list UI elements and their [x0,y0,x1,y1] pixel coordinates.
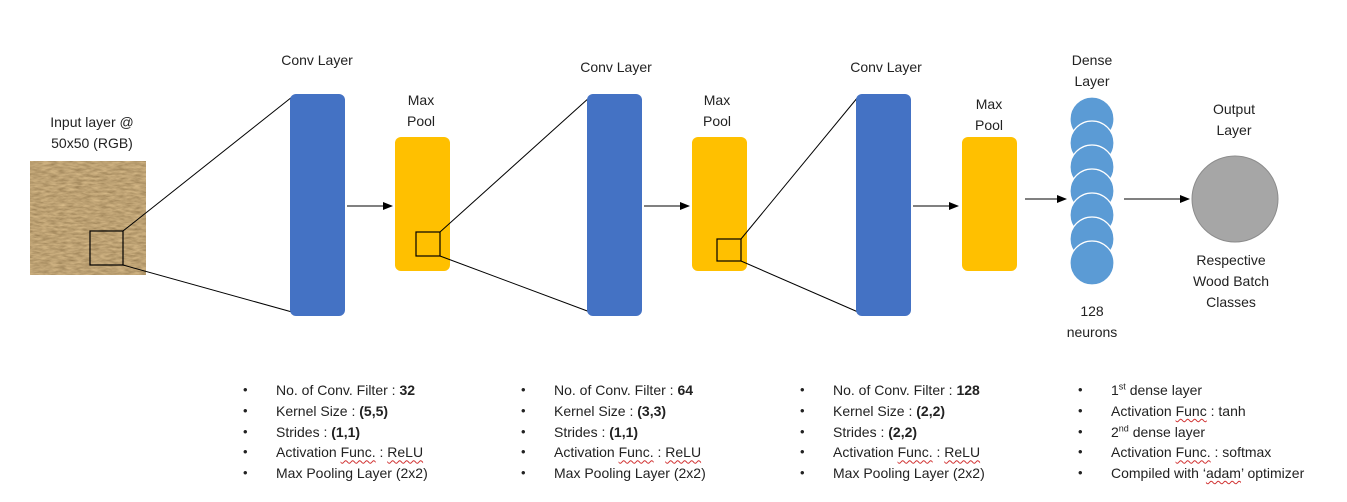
conv-layer-3-label: Conv Layer [850,59,922,75]
max-pool-3-block [962,137,1017,271]
output-layer-label: Output Layer [1212,101,1256,138]
pool2-window-box [716,238,742,262]
output-classes-label: Respective Wood Batch Classes [1192,252,1270,310]
conv-block-3-details: No. of Conv. Filter : 128 Kernel Size : … [797,380,985,484]
list-item: Activation Func. : ReLU [797,442,985,463]
dense-neurons [1069,96,1115,286]
list-item: Activation Func. : ReLU [518,442,706,463]
list-item: Strides : (2,2) [797,422,985,443]
list-item: Compiled with ‘adam’ optimizer [1075,463,1304,484]
input-image [30,161,146,275]
list-item: Activation Func : tanh [1075,401,1304,422]
list-item: Kernel Size : (3,3) [518,401,706,422]
conv-layer-1-label: Conv Layer [281,52,353,68]
max-pool-1-label: Max Pool [406,92,436,129]
max-pool-2-label: Max Pool [702,92,732,129]
projection-line [740,260,859,313]
input-kernel-box [89,230,124,266]
list-item: 1st dense layer [1075,380,1304,401]
neuron [1069,240,1115,286]
list-item: 2nd dense layer [1075,422,1304,443]
list-item: No. of Conv. Filter : 64 [518,380,706,401]
conv-layer-2-block [587,94,642,316]
dense-neuron-count: 128 neurons [1066,303,1118,340]
list-item: Strides : (1,1) [518,422,706,443]
projection-line [122,264,293,313]
projection-line [122,96,293,232]
list-item: Max Pooling Layer (2x2) [797,463,985,484]
list-item: Max Pooling Layer (2x2) [240,463,428,484]
list-item: Kernel Size : (2,2) [797,401,985,422]
conv-block-2-details: No. of Conv. Filter : 64 Kernel Size : (… [518,380,706,484]
max-pool-3-label: Max Pool [974,96,1004,133]
conv-layer-3-block [856,94,911,316]
conv-layer-2-label: Conv Layer [580,59,652,75]
input-layer-label: Input layer @ 50x50 (RGB) [50,114,134,151]
projection-line [439,96,591,233]
list-item: Strides : (1,1) [240,422,428,443]
projection-line [439,255,591,313]
conv-block-1-details: No. of Conv. Filter : 32 Kernel Size : (… [240,380,428,484]
conv-layer-1-block [290,94,345,316]
list-item: No. of Conv. Filter : 128 [797,380,985,401]
list-item: Activation Func. : softmax [1075,442,1304,463]
dense-block-details: 1st dense layer Activation Func : tanh 2… [1075,380,1304,484]
max-pool-1-block [395,137,450,271]
list-item: Kernel Size : (5,5) [240,401,428,422]
list-item: No. of Conv. Filter : 32 [240,380,428,401]
list-item: Max Pooling Layer (2x2) [518,463,706,484]
list-item: Activation Func. : ReLU [240,442,428,463]
output-node [1191,155,1279,243]
max-pool-2-block [692,137,747,271]
pool1-window-box [415,231,441,257]
dense-layer-label: Dense Layer [1071,52,1113,89]
projection-line [740,96,859,240]
